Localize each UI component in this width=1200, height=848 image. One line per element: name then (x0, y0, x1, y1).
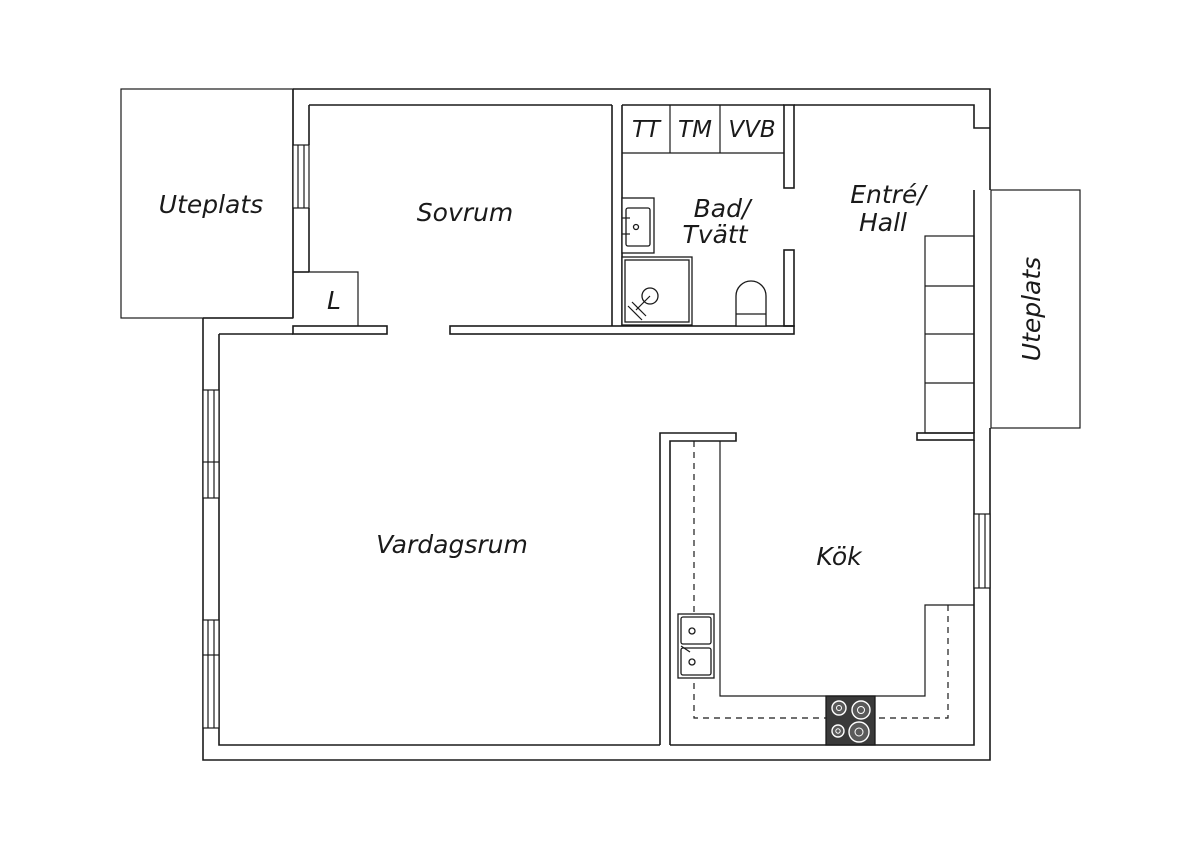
washbasin-icon (621, 197, 655, 254)
window-vardagsrum-upper (202, 389, 220, 499)
room-labels: Uteplats Sovrum L TT TM VVB Bad/ Tvätt E… (159, 117, 1046, 571)
label-uteplats-right: Uteplats (1017, 257, 1046, 361)
label-closet-tm: TM (678, 117, 712, 143)
linen-closet (309, 271, 359, 326)
windows (202, 144, 991, 729)
window-kok (973, 513, 991, 589)
label-sovrum: Sovrum (417, 198, 513, 227)
bathroom-fixtures (621, 197, 767, 327)
label-entre-line1: Entré/ (850, 180, 928, 209)
label-closet-vvb: VVB (728, 117, 775, 143)
hall-wardrobes (924, 235, 975, 434)
stove-icon (825, 695, 876, 746)
shower-icon (621, 256, 693, 326)
window-sovrum (292, 144, 310, 209)
kitchen-counters (677, 441, 974, 746)
label-linen-closet: L (327, 286, 341, 315)
label-bad-line2: Tvätt (683, 220, 749, 249)
toilet-icon (735, 280, 767, 327)
uteplats-right-patio (990, 189, 1081, 429)
label-uteplats-left: Uteplats (159, 190, 263, 219)
label-kok: Kök (816, 542, 863, 571)
window-vardagsrum-lower (202, 619, 220, 729)
label-vardagsrum: Vardagsrum (376, 530, 528, 559)
label-closet-tt: TT (632, 117, 662, 143)
label-bad-line1: Bad/ (694, 194, 753, 223)
kitchen-sink-icon (677, 613, 715, 679)
label-entre-line2: Hall (859, 208, 907, 237)
